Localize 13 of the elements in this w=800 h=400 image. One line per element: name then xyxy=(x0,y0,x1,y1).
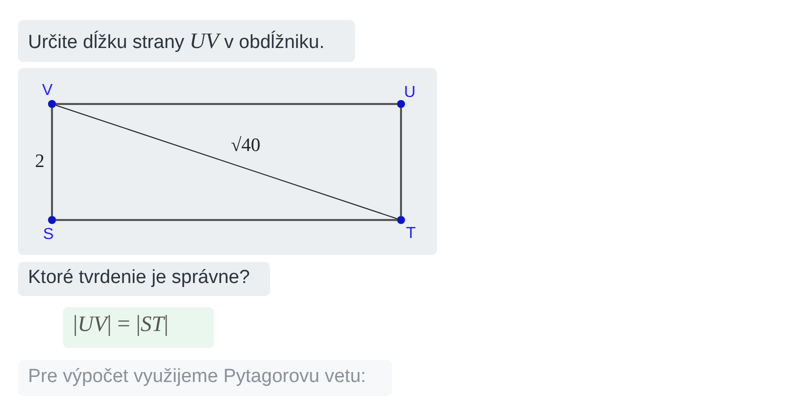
point-label: V xyxy=(42,82,53,100)
side-line xyxy=(400,108,402,216)
point-label: U xyxy=(404,84,416,102)
side-line xyxy=(56,219,397,221)
answer-option: |UV| = |ST| xyxy=(63,307,214,348)
point-label: T xyxy=(406,225,416,243)
point-label: S xyxy=(43,226,54,244)
solution-text: Pre výpočet využijeme Pytagorovu vetu: xyxy=(18,360,392,396)
question-text: Ktoré tvrdenie je správne? xyxy=(18,262,270,296)
diagonal-line xyxy=(55,104,398,220)
side-line xyxy=(56,103,397,105)
side-line xyxy=(51,108,53,216)
question-text: Určite dĺžku strany UV v obdĺžniku. xyxy=(18,20,355,62)
